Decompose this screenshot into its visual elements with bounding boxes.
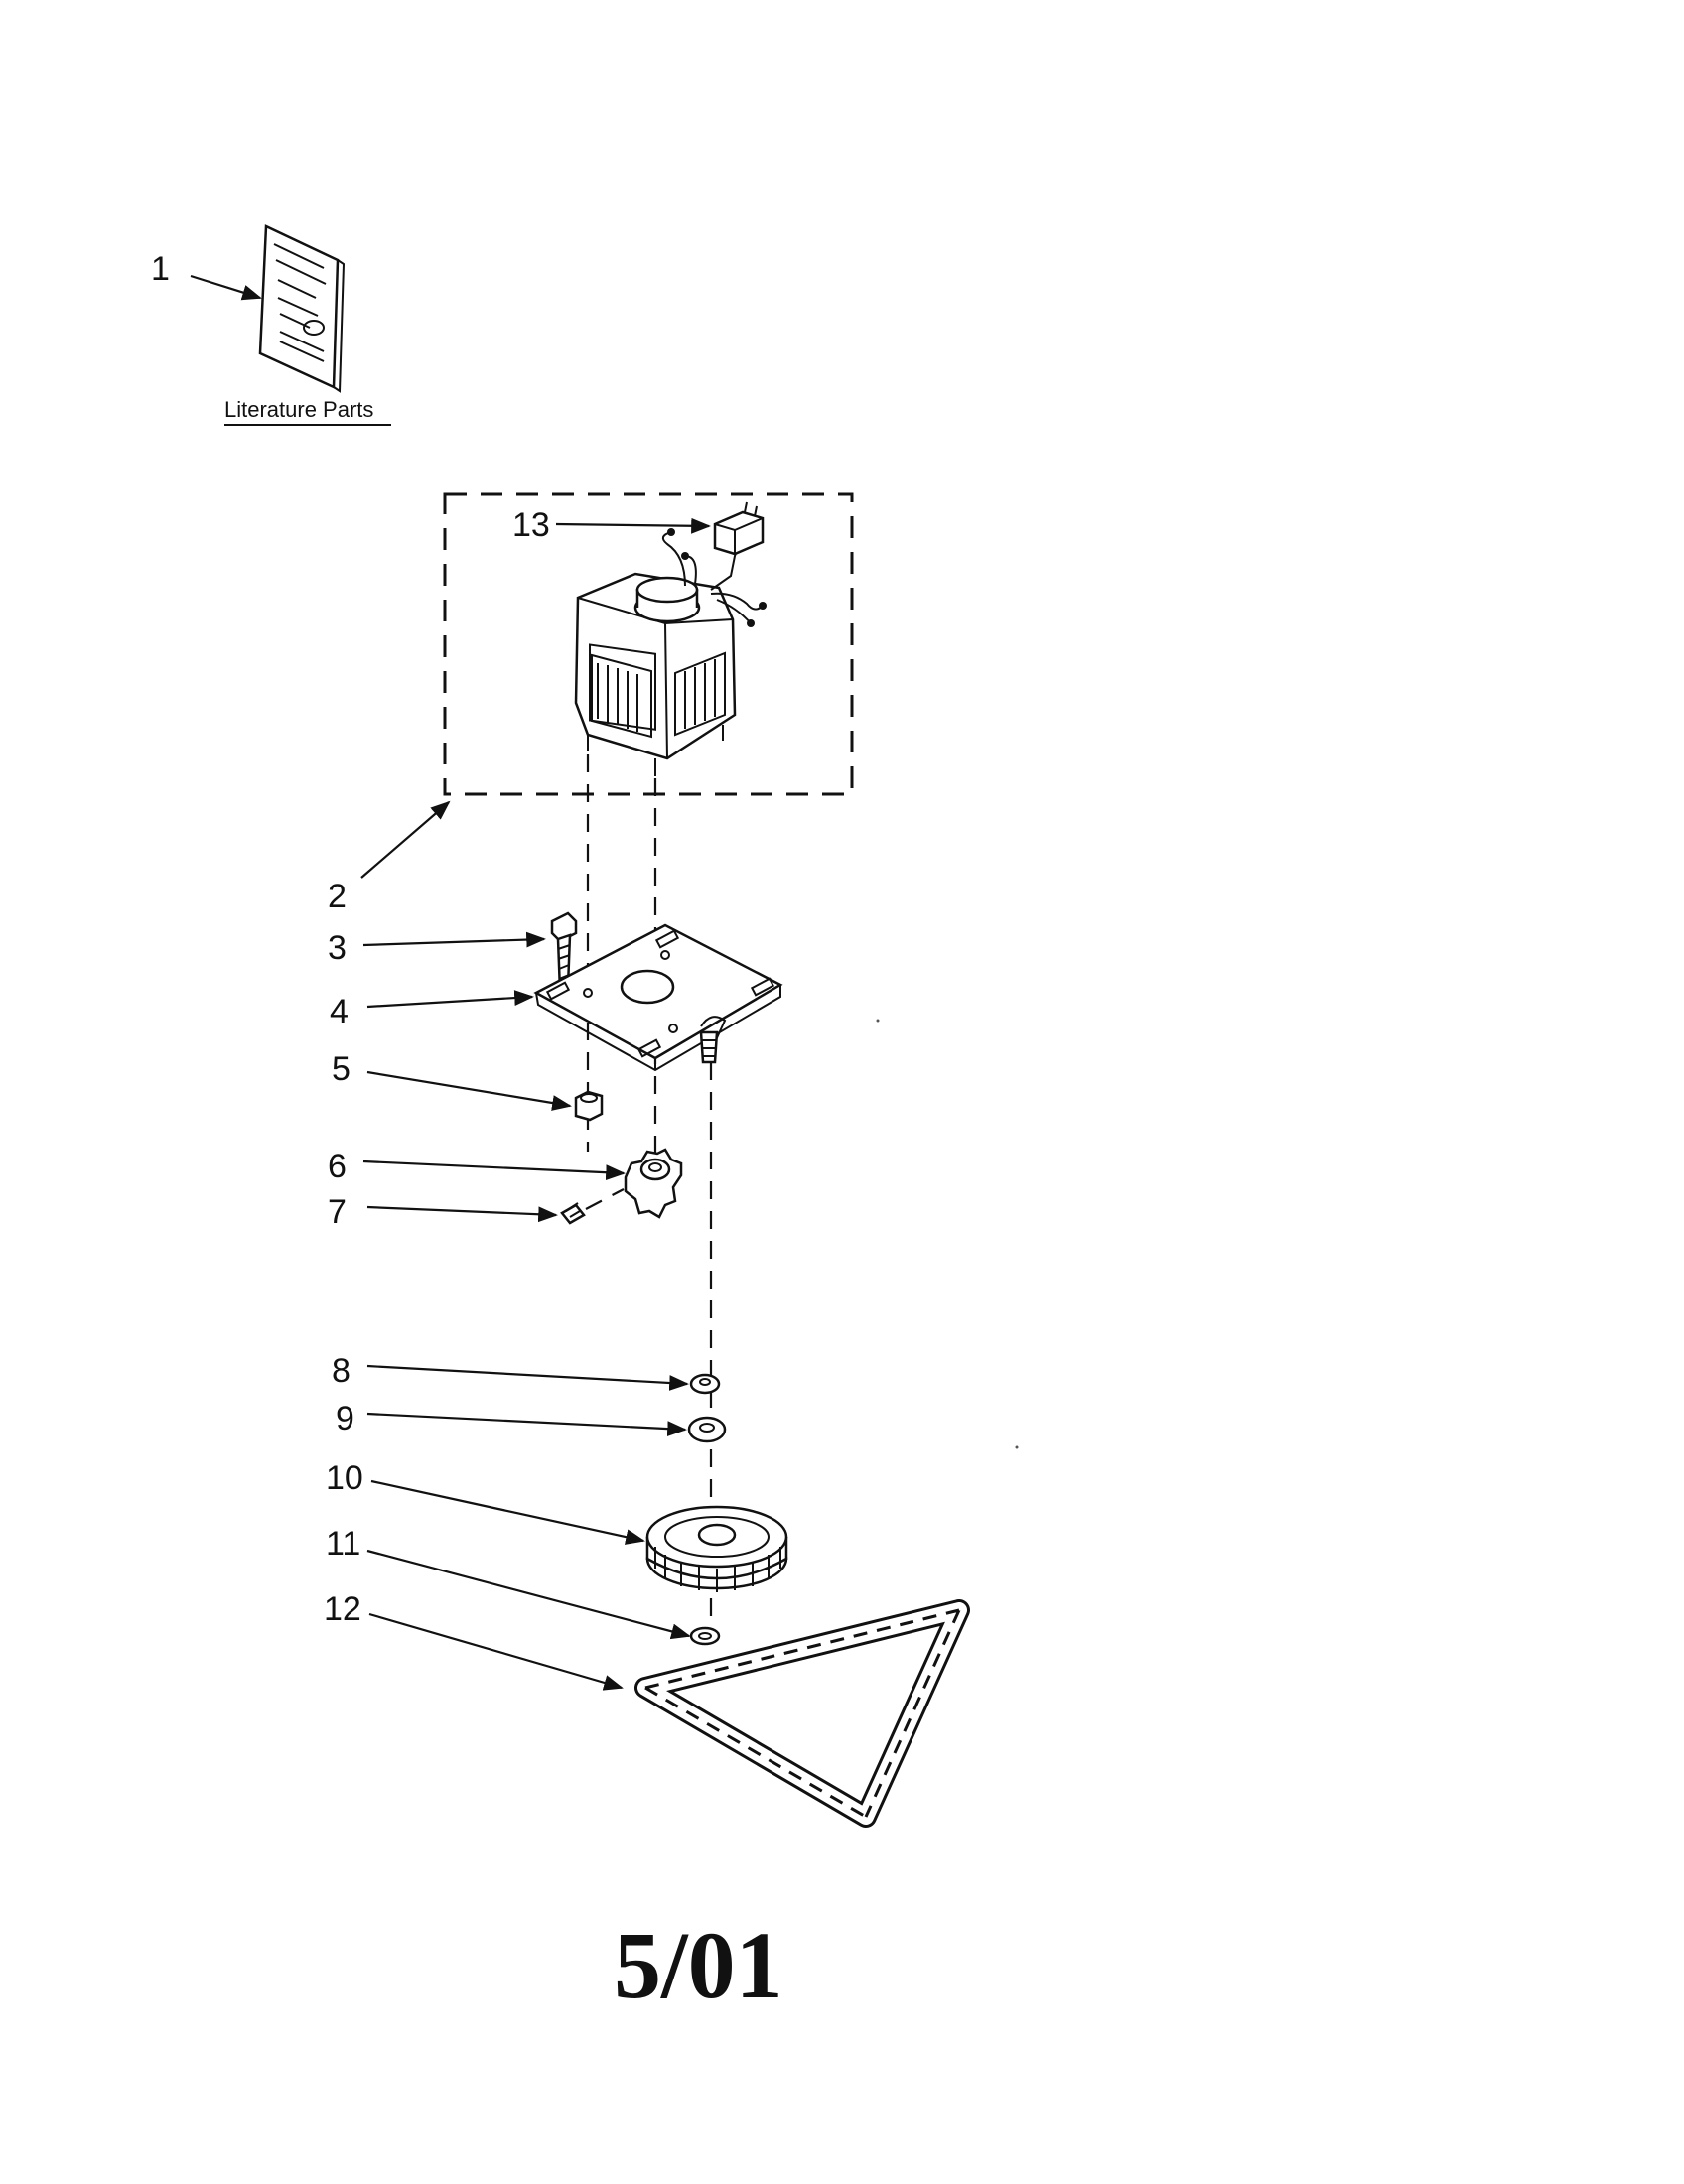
leader-1 [190,274,262,301]
date-code: 5/01 [614,1912,783,2018]
leader-11 [366,1549,691,1640]
callout-12: 12 [324,1590,361,1628]
sprocket [645,1505,788,1592]
motor [574,572,737,776]
leader-4 [366,990,534,1009]
callout-1: 1 [151,250,170,288]
leader-2 [360,800,451,879]
leader-3 [362,931,546,948]
bearing [687,1416,727,1443]
stud [699,1030,719,1064]
callout-11: 11 [326,1525,360,1563]
callout-9: 9 [336,1400,354,1437]
nut [574,1090,604,1122]
set-screw [560,1188,625,1225]
scan-speck [1015,1445,1019,1449]
leader-10 [370,1479,645,1545]
scan-speck [876,1019,880,1023]
motor-assembly-box [443,492,854,796]
pinion-gear [624,1148,683,1219]
callout-2: 2 [328,878,347,915]
switch [713,501,765,556]
callout-3: 3 [328,929,347,967]
callout-5: 5 [332,1050,351,1088]
leader-12 [368,1612,624,1691]
callout-13: 13 [512,506,550,544]
callout-4: 4 [330,993,349,1030]
callout-8: 8 [332,1352,351,1390]
mounting-plate [533,923,783,1072]
leader-8 [366,1364,689,1391]
callout-6: 6 [328,1148,347,1185]
washer-small [689,1373,721,1395]
literature-manual-icon [258,224,346,393]
literature-parts-label: Literature Parts [224,397,373,422]
leader-5 [366,1070,572,1111]
motor-wires [661,528,767,627]
callout-7: 7 [328,1193,347,1231]
leader-9 [366,1412,687,1437]
leader-13 [555,517,711,534]
callout-10: 10 [326,1459,363,1497]
leader-7 [366,1205,558,1223]
chain [634,1599,970,1828]
leader-6 [362,1160,626,1181]
retaining-ring [689,1626,721,1646]
